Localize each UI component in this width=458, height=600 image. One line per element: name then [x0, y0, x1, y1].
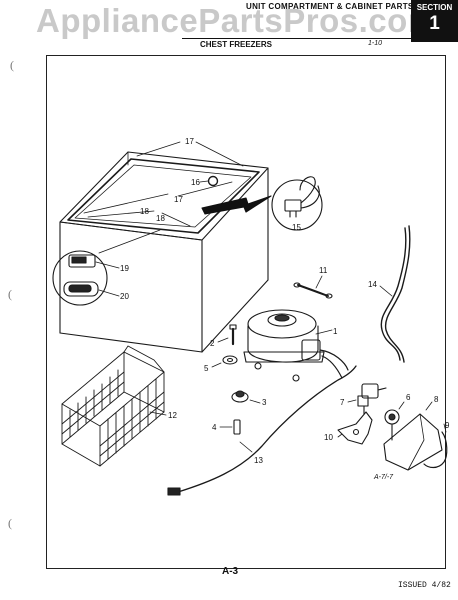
page-ref: 1-10 [368, 40, 383, 47]
part-tubing [379, 225, 411, 363]
callout-label: 5 [204, 364, 209, 373]
page-number: A-3 [222, 566, 239, 577]
callout-label: 20 [120, 292, 129, 301]
part-screw [217, 324, 237, 346]
callout-label: 9 [445, 421, 450, 430]
issued-date: ISSUED 4/82 [398, 581, 451, 590]
callout-label: 14 [368, 280, 377, 289]
section-badge: SECTION 1 [411, 0, 458, 42]
callout-label: 2 [210, 339, 215, 348]
part-grommet [231, 390, 261, 404]
binding-mark: ( [10, 58, 14, 72]
callout-label: 10 [324, 433, 333, 442]
callout-label: 13 [254, 456, 263, 465]
callout-label: 1 [333, 327, 338, 336]
callout-label: 17 [174, 195, 183, 204]
freezer-cabinet [59, 151, 272, 353]
part-compressor [243, 309, 349, 382]
watermark: AppliancePartsPros.com [36, 2, 438, 39]
part-bracket [337, 411, 373, 445]
part-relay [347, 383, 387, 415]
part-capillary [293, 275, 333, 299]
part-power-cord [167, 365, 357, 496]
callout-label: 11 [319, 266, 328, 275]
callout-label: 8 [434, 395, 439, 404]
binding-mark: ( [8, 516, 12, 530]
callout-label: 4 [212, 423, 217, 432]
part-basket [61, 345, 167, 467]
leader-lines [83, 141, 244, 227]
part-clip [423, 423, 448, 469]
callout-label: 15 [292, 223, 301, 232]
callout-label: 16 [191, 178, 200, 187]
header-title: UNIT COMPARTMENT & CABINET PARTS [246, 2, 414, 11]
callout-label: 19 [120, 264, 129, 273]
part-cover [383, 401, 443, 471]
part-overload [384, 401, 405, 441]
detail-circle-thermostat [271, 176, 323, 231]
callout-label: 7 [340, 398, 345, 407]
page-subtitle: CHEST FREEZERS [200, 40, 273, 49]
section-number: 1 [429, 13, 440, 34]
callout-label: 18 [156, 214, 165, 223]
callout-label: 12 [168, 411, 177, 420]
arrow-icon [201, 195, 272, 215]
header-rule [182, 38, 411, 39]
callout-label: 18 [140, 207, 149, 216]
diagram-code: A-7/-7 [374, 474, 394, 481]
callout-label: 3 [262, 398, 267, 407]
callout-label: 17 [185, 137, 194, 146]
part-sleeve [219, 419, 241, 435]
grommet-icon [207, 175, 219, 187]
section-label: SECTION [416, 3, 453, 12]
callout-label: 6 [406, 393, 411, 402]
binding-mark: ( [8, 287, 12, 301]
detail-circle-hinge [52, 229, 161, 306]
diagram-frame [46, 55, 446, 569]
part-washer [211, 355, 238, 368]
